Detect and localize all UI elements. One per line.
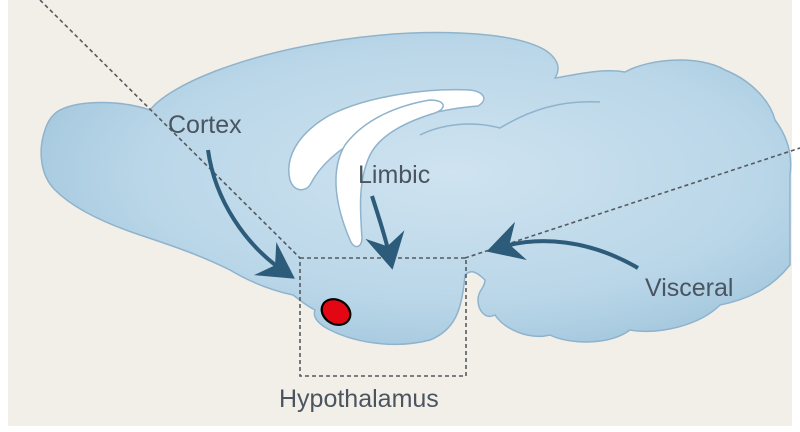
label-hypothalamus: Hypothalamus	[279, 385, 439, 413]
label-limbic: Limbic	[358, 161, 430, 189]
label-visceral: Visceral	[645, 274, 733, 302]
label-cortex: Cortex	[168, 111, 242, 139]
